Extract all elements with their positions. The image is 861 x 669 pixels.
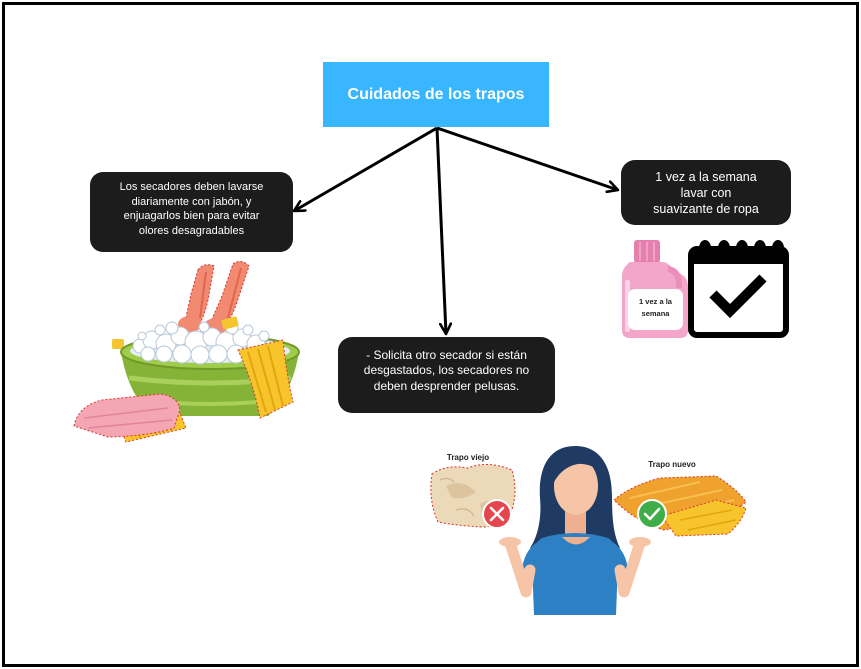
arm-shading [199,267,242,319]
woman-hair-fringe [552,452,610,484]
calendar-ring [718,240,730,256]
foam-bubble [208,344,228,364]
daily-wash-line: olores desagradables [138,224,245,237]
foam-bubble [242,324,254,336]
new-rag-front [661,499,747,537]
arrow-to-center-box [435,127,446,334]
green-check-circle [637,499,667,529]
woman-left-arm [505,540,536,598]
bottle-label-line-1: 1 vez a la [639,297,673,306]
pink-towel-folded [73,393,181,438]
weekly-softener-line: suavizante de ropa [653,201,759,216]
woman-neck [565,508,586,540]
foam-bubble [140,346,156,362]
calendar-ring [736,240,748,256]
green-check-mark [643,507,661,521]
new-rag-front-texture [679,509,737,531]
woman-right-sleeve [604,540,628,572]
small-sponge-right [221,316,239,330]
new-rag-label: Trapo nuevo [648,460,696,469]
woman-right-hand [629,537,651,547]
foam-bubble [258,330,270,342]
weekly-softener-line: 1 vez a la semana [655,169,757,184]
replace-rag-line: deben desprender pelusas. [373,378,520,393]
daily-wash-line: diariamente con jabón, y [131,195,252,208]
daily-wash-box: Los secadores deben lavarse diariamente … [90,172,293,252]
green-check-icon [637,499,667,529]
red-x-icon [482,499,512,529]
main-topic-title: Cuidados de los trapos [347,85,525,103]
wash-basin-illustration [73,260,300,443]
daily-wash-line: enjuagarlos bien para evitar [123,210,260,222]
old-rag-label: Trapo viejo [447,453,489,462]
daily-wash-line: Los secadores deben lavarse [119,181,264,193]
calendar-ring [699,240,711,256]
bottle-label [628,289,683,330]
replace-rag-line: desgastados, los secadores no [363,363,530,378]
foam-bubble [198,321,210,333]
foam-bubble [137,331,147,341]
foam-bubble [172,344,192,364]
red-x-mark [489,506,505,522]
foam-bubble [165,321,179,335]
bottle-cap-ridges [639,242,655,261]
arrow-to-right-box [436,126,618,190]
woman-right-arm [614,540,645,598]
calendar-checkmark [709,274,767,319]
old-rag-crease [439,477,475,517]
woman-torso [532,533,618,615]
weekly-softener-box: 1 vez a la semana lavar con suavizante d… [621,160,791,225]
pink-towel-folds [83,407,173,429]
softener-bottle-illustration: 1 vez a la semana [622,240,688,338]
replace-rag-line: - Solicita otro secador si están [366,347,527,362]
calendar-ring [772,240,784,256]
arrow-to-left-box [294,126,438,211]
small-sponge-left [112,339,124,349]
woman-neckline [562,537,590,545]
woman-holding-rags-illustration: Trapo viejo Trapo nuevo [430,446,747,615]
foam-bubble [155,345,173,363]
main-topic-box: Cuidados de los trapos [323,62,549,127]
replace-rag-box: - Solicita otro secador si están desgast… [338,337,555,413]
woman-left-hand [499,537,521,547]
woman-left-sleeve [522,540,546,572]
weekly-softener-line: lavar con [680,185,732,200]
bottle-handle [668,266,682,288]
foam-bubble [154,324,166,336]
bottle-label-line-2: semana [642,309,671,318]
arm-left [183,264,215,329]
calendar-check-icon [688,240,789,338]
yellow-towel-stripes [247,345,284,413]
calendar-ring [754,240,766,256]
woman-face [554,457,598,515]
foam-bubble [190,345,210,365]
